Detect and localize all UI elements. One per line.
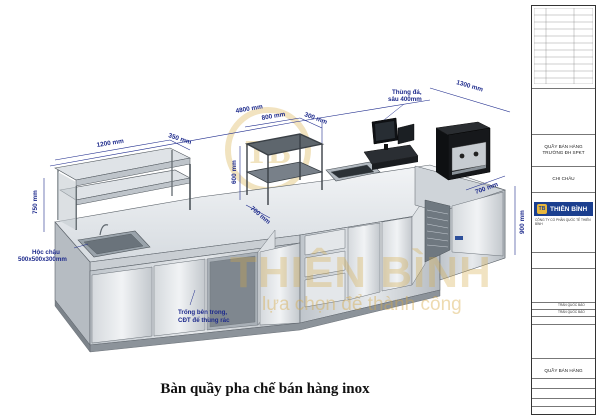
dim-300: 300 mm	[303, 111, 328, 126]
dim-1200: 1200 mm	[96, 138, 124, 149]
counter-body	[54, 164, 506, 353]
note-open-bay-1: Trống bên trong,	[178, 309, 227, 316]
title-block: QUẦY BÁN HÀNG TRƯỜNG ĐH SPKT CHI CHÂU TB…	[531, 5, 596, 415]
coffee-machine	[435, 121, 491, 181]
open-rack-shelf	[244, 133, 325, 205]
company-logo: TB THIÊN BÌNH	[534, 202, 593, 216]
dim-4800: 4800 mm	[235, 103, 263, 115]
watermark-brand: THIÊN BÌNH	[230, 248, 492, 297]
signature-1: TRẦN QUỐC BẢO	[558, 303, 585, 307]
dim-750: 750 mm	[32, 190, 39, 214]
dimension-lines	[43, 87, 516, 255]
dim-900: 900 mm	[519, 210, 526, 234]
note-sink-2: 500x500x300mm	[18, 256, 67, 263]
pos-terminal	[363, 117, 419, 170]
dim-1300: 1300 mm	[455, 79, 484, 93]
ice-bin	[325, 161, 381, 182]
note-trash-bin-1: Thùng đá,	[392, 89, 422, 96]
note-sink-1: Hộc chậu	[32, 249, 60, 256]
project-label: QUẦY BÁN HÀNG	[544, 144, 583, 149]
revision-table	[534, 8, 593, 84]
dim-600: 600 mm	[231, 160, 238, 184]
company-full-name: CÔNG TY CỔ PHẦN QUỐC TẾ THIÊN BÌNH	[535, 218, 591, 226]
note-open-bay-2: CĐT để thùng rác	[178, 317, 230, 324]
overhead-shelf-left	[54, 147, 191, 230]
location-label: CHI CHÂU	[552, 176, 575, 181]
signature-2: TRẦN QUỐC BẢO	[558, 310, 585, 314]
sheet-title: QUẦY BÁN HÀNG	[544, 368, 583, 373]
company-short-name: THIÊN BÌNH	[550, 205, 588, 213]
watermark-slogan: lựa chọn để thành công	[262, 294, 462, 315]
company-badge-icon: TB	[537, 204, 547, 214]
note-trash-bin-2: sâu 400mm	[388, 96, 422, 103]
dim-800: 800 mm	[261, 111, 286, 122]
sink-basin	[77, 224, 151, 258]
project-sub: TRƯỜNG ĐH SPKT	[542, 150, 585, 155]
drawing-caption: Bàn quầy pha chế bán hàng inox	[160, 381, 370, 397]
